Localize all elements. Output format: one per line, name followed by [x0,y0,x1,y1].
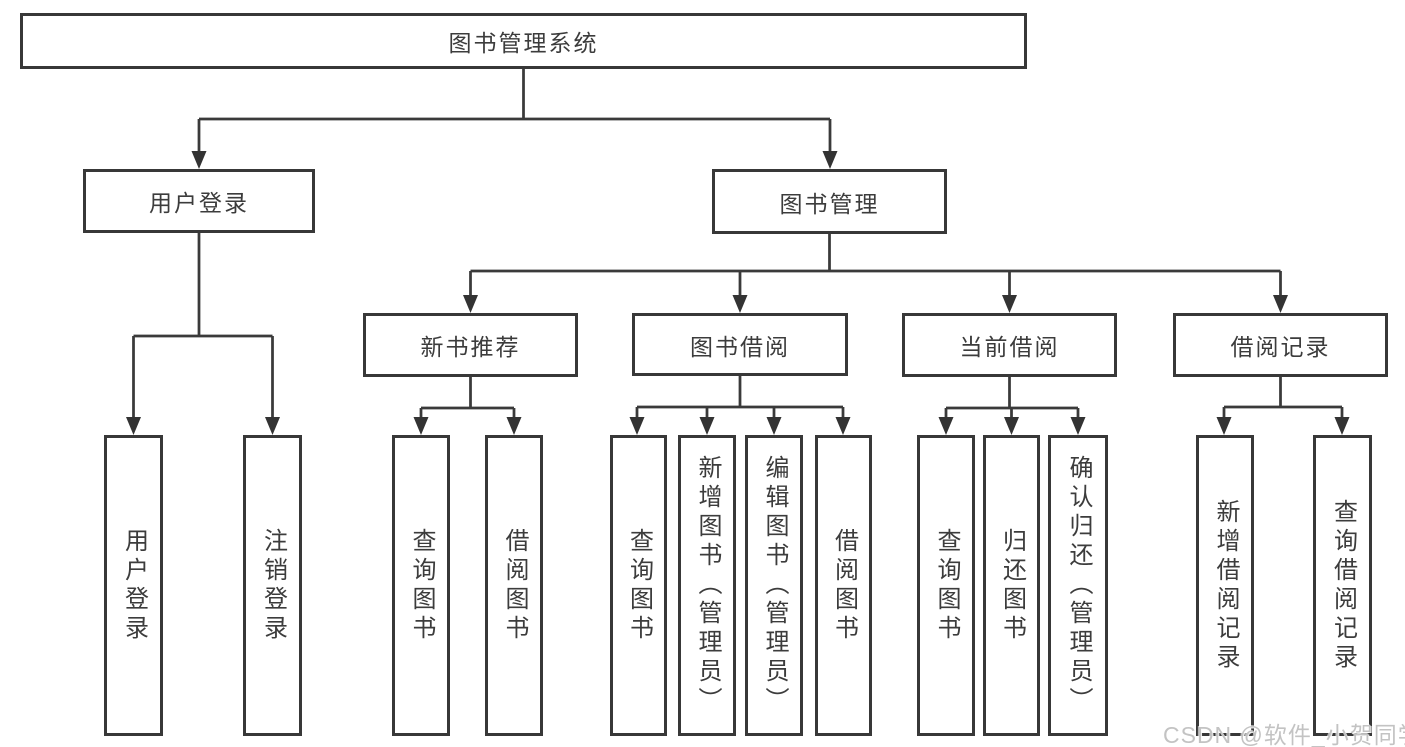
leaf-borrow-books-recommend: 借阅图书 [485,435,543,736]
leaf-query-books-current: 查询图书 [917,435,975,736]
node-library-management-system: 图书管理系统 [20,13,1027,69]
leaf-edit-books-admin: 编辑图书（管理员） [745,435,803,736]
leaf-user-login: 用户登录 [104,435,163,736]
leaf-logout-login: 注销登录 [243,435,302,736]
node-book-management: 图书管理 [712,169,947,234]
node-book-borrow: 图书借阅 [632,313,848,376]
leaf-query-books-recommend: 查询图书 [392,435,450,736]
leaf-return-books: 归还图书 [983,435,1040,736]
node-borrow-records: 借阅记录 [1173,313,1388,377]
leaf-borrow-books: 借阅图书 [815,435,872,736]
node-user-login: 用户登录 [83,169,315,233]
connector-path [132,67,1344,418]
node-new-book-recommend: 新书推荐 [363,313,578,377]
leaf-query-borrow-record: 查询借阅记录 [1313,435,1372,736]
node-current-borrow: 当前借阅 [902,313,1117,377]
watermark: CSDN @软件_小贺同学 [1163,722,1405,747]
leaf-confirm-return-admin: 确认归还（管理员） [1048,435,1108,736]
leaf-add-books-admin: 新增图书（管理员） [678,435,736,736]
leaf-add-borrow-record: 新增借阅记录 [1196,435,1254,736]
leaf-query-books-borrow: 查询图书 [610,435,667,736]
